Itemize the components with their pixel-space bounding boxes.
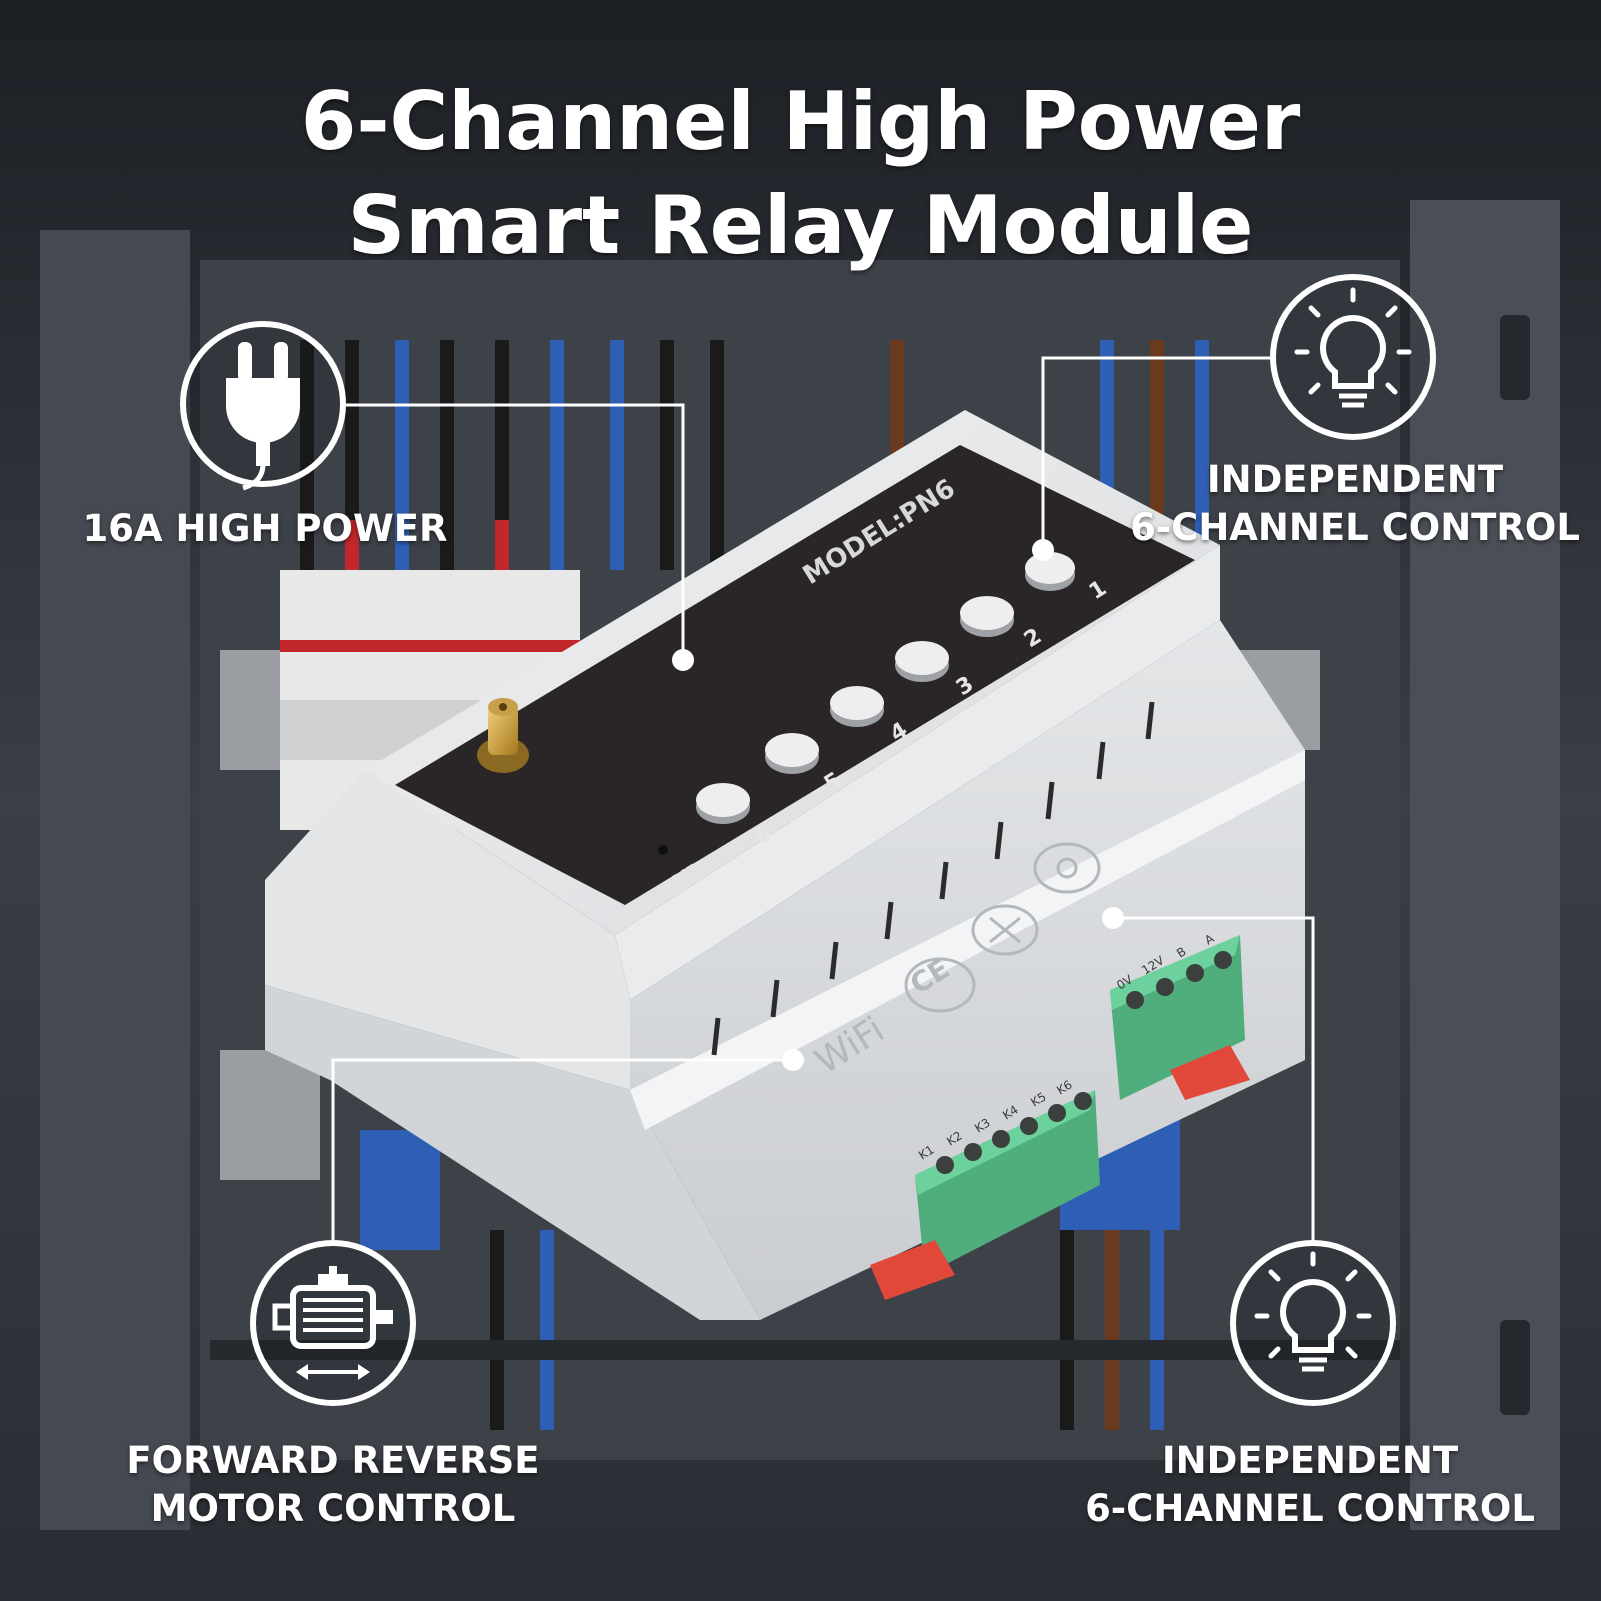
feature-label-top-right-line-1: INDEPENDENT <box>1206 458 1504 501</box>
feature-label-top-right-line-2: 6-CHANNEL CONTROL <box>1130 506 1580 549</box>
input-terminal-block <box>1110 935 1250 1100</box>
reset-hole[interactable] <box>658 845 668 855</box>
channel-button-6[interactable] <box>696 783 750 824</box>
motor-icon <box>250 1240 416 1406</box>
feature-label-motor-line-1: FORWARD REVERSE <box>126 1439 540 1482</box>
feature-label-bottom-right-line-2: 6-CHANNEL CONTROL <box>1085 1487 1535 1530</box>
device-lower-left <box>265 985 760 1320</box>
light-bulb-icon <box>1270 274 1436 440</box>
cabinet-frame-right <box>1410 200 1560 1530</box>
page-title-line-2: Smart Relay Module <box>347 179 1254 272</box>
device-step-face <box>615 545 1220 1000</box>
channel-button-5[interactable] <box>765 733 819 774</box>
callout-lines <box>331 356 1315 1240</box>
wires-top <box>300 340 1209 640</box>
channel-button-4[interactable] <box>830 686 884 727</box>
callout-line-bottom-left <box>331 1058 793 1240</box>
feature-label-high-power: 16A HIGH POWER <box>82 507 448 550</box>
relay-module: 1 2 3 4 5 6 RST MODEL:PN6 WiFi CE <box>265 410 1305 1320</box>
device-left-end <box>265 770 630 1090</box>
door-hinge-bottom <box>1500 1320 1530 1415</box>
device-lower-ledge <box>630 750 1305 1130</box>
feature-label-motor-line-2: MOTOR CONTROL <box>150 1487 516 1530</box>
cabinet-frame-left <box>40 230 190 1530</box>
terminal-k4: K4 <box>1000 1102 1021 1122</box>
terminal-k5: K5 <box>1028 1089 1049 1109</box>
device-control-panel <box>395 445 1195 905</box>
recycle-icon <box>1033 842 1101 894</box>
weee-bin-icon <box>971 904 1039 956</box>
terminal-k2: K2 <box>944 1128 965 1148</box>
terminal-k3: K3 <box>972 1115 993 1135</box>
callout-dots <box>672 539 1124 1071</box>
channel-button-2[interactable] <box>960 596 1014 637</box>
channel-button-1[interactable] <box>1025 552 1075 591</box>
vent-slots <box>711 701 1155 1056</box>
callout-line-top-right <box>1041 356 1273 550</box>
channel-button-3[interactable] <box>895 641 949 682</box>
channel-buttons <box>658 552 1075 855</box>
output-terminal-labels: K1 K2 K3 K4 K5 K6 <box>916 1077 1075 1162</box>
antenna-connector <box>477 698 529 773</box>
wires-bottom <box>210 1230 1400 1430</box>
page-title-line-1: 6-Channel High Power <box>300 75 1301 168</box>
callout-line-top-left <box>343 403 685 660</box>
door-hinge-top <box>1500 315 1530 400</box>
output-terminal-block <box>870 1090 1100 1300</box>
feature-label-bottom-right-line-1: INDEPENDENT <box>1161 1439 1459 1482</box>
light-bulb-icon <box>1230 1240 1396 1406</box>
terminal-k6: K6 <box>1054 1077 1075 1097</box>
plug-icon <box>180 321 346 491</box>
callout-line-bottom-right <box>1113 916 1315 1240</box>
terminal-k1: K1 <box>916 1142 937 1162</box>
